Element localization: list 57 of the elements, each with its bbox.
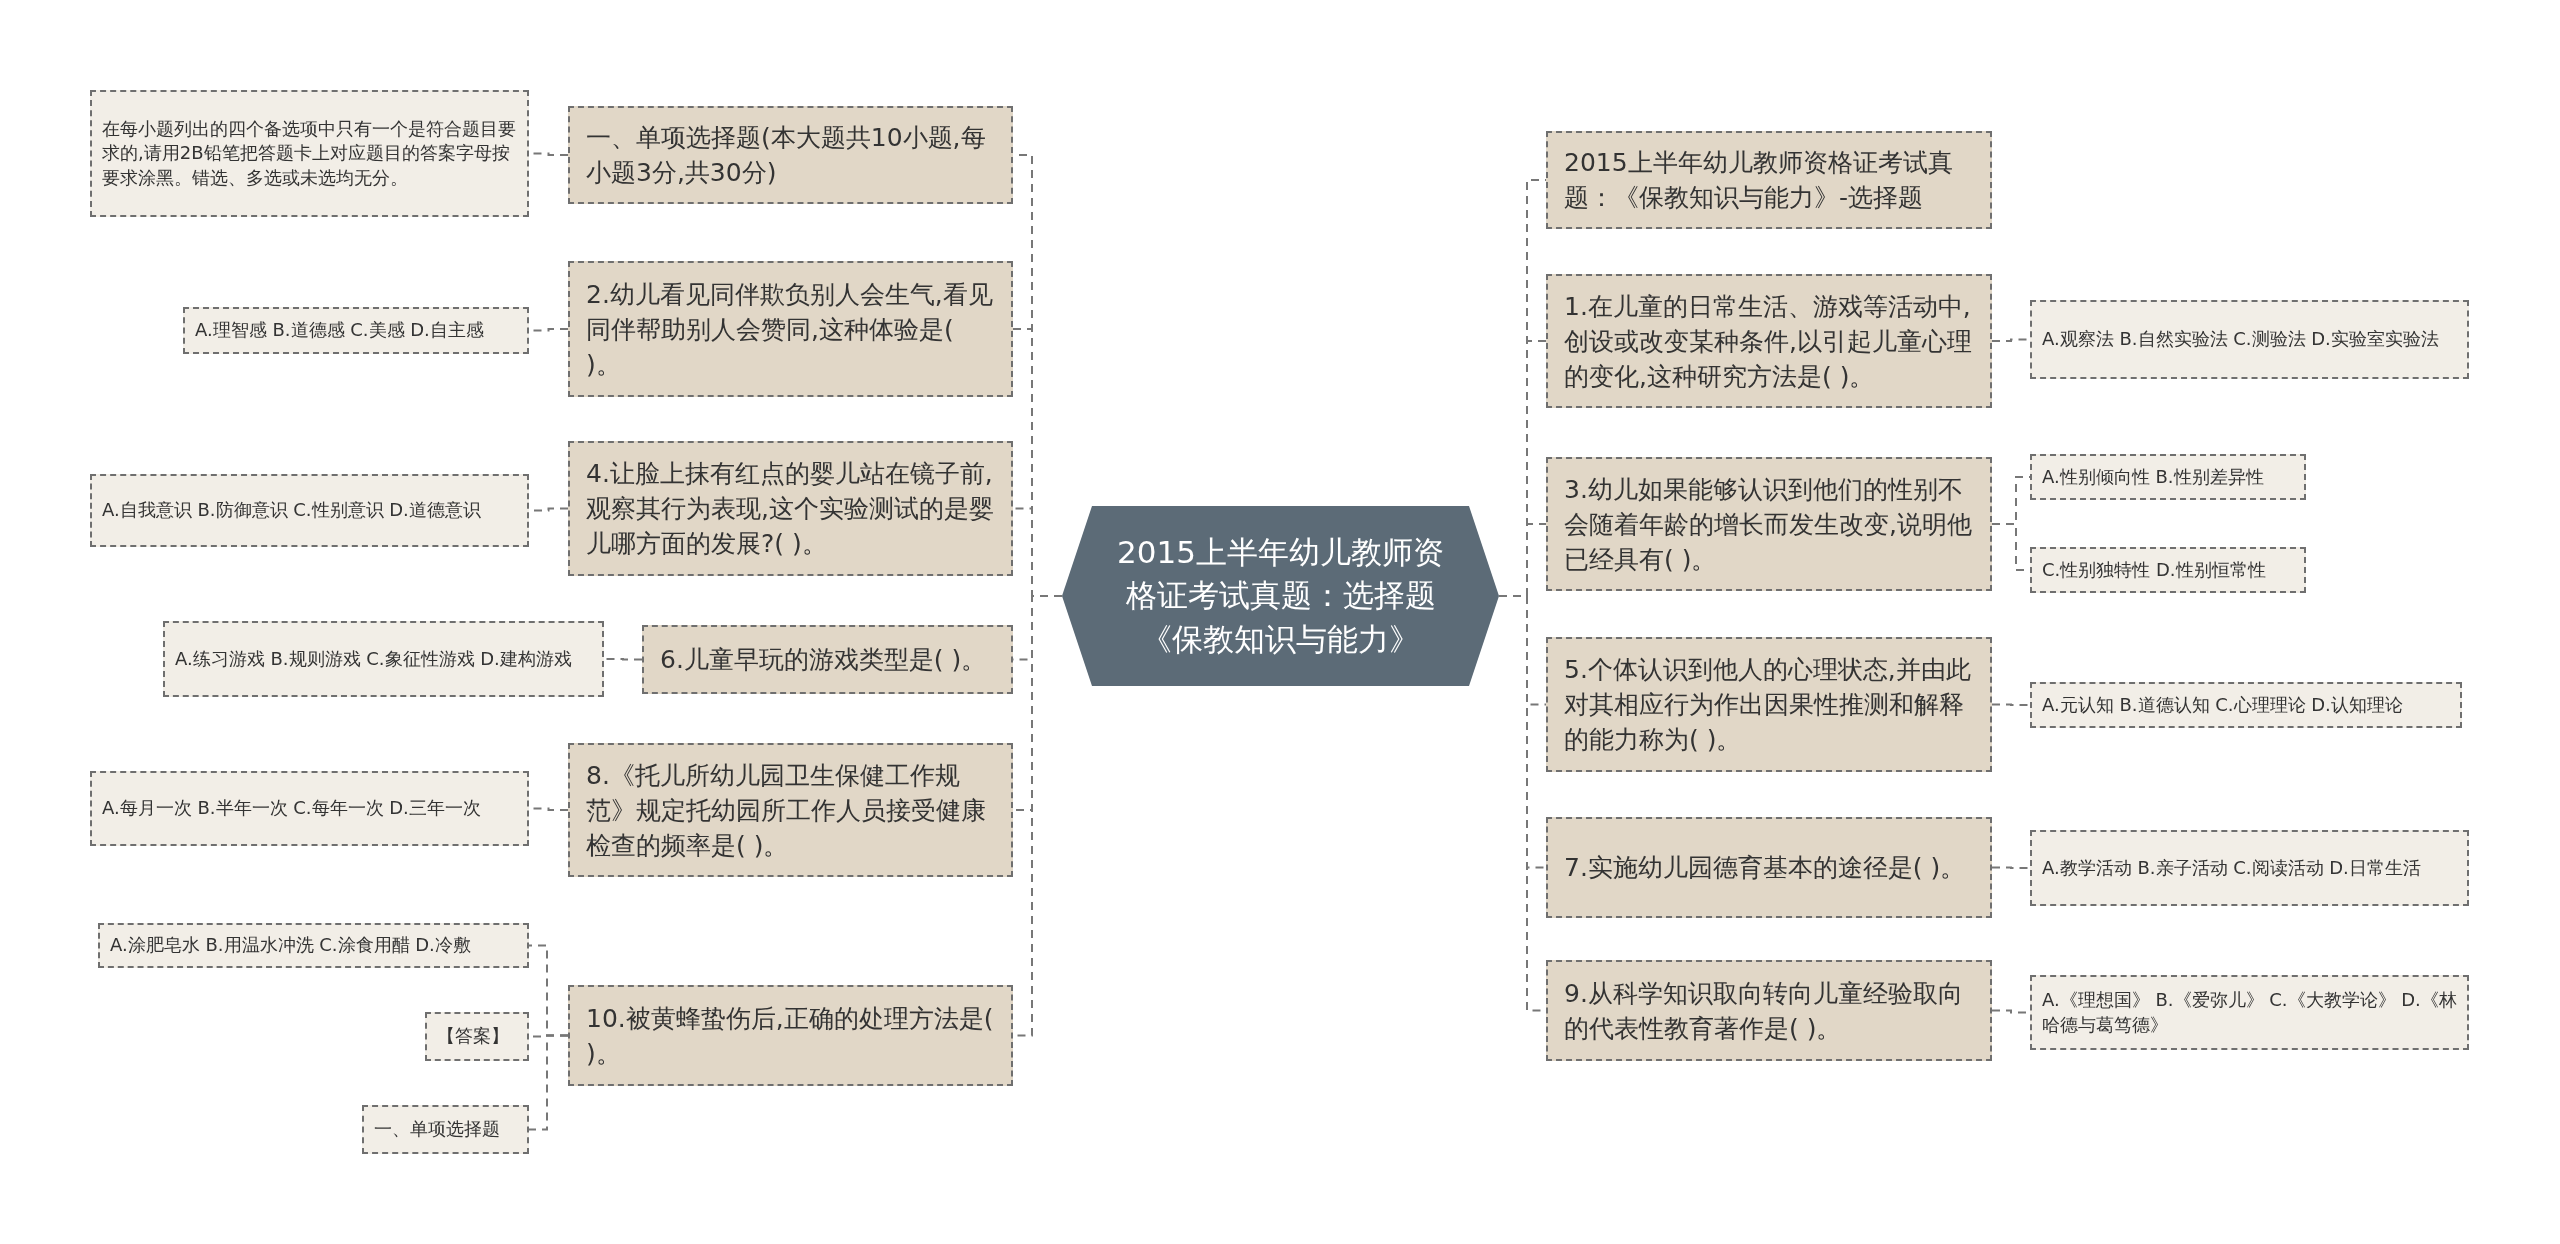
question-text: 7.实施幼儿园德育基本的途径是( )。 (1564, 852, 1966, 884)
answer-text: A.观察法 B.自然实验法 C.测验法 D.实验室实验法 (2042, 327, 2439, 352)
central-topic-hexagon (1062, 506, 1499, 686)
answer-box (163, 621, 604, 697)
question-text: 8.《托儿所幼儿园卫生保健工作规范》规定托幼园所工作人员接受健康检查的频率是( )。 (586, 759, 987, 862)
answer-box (2030, 975, 2469, 1050)
answer-box (2030, 830, 2469, 906)
question-text: 4.让脸上抹有红点的婴儿站在镜子前,观察其行为表现,这个实验测试的是婴儿哪方面的发展?( )。 (586, 458, 995, 560)
question-text: 2.幼儿看见同伴欺负别人会生气,看见同伴帮助别人会赞同,这种体验是( )。 (586, 278, 994, 381)
question-text: 10.被黄蜂蛰伤后,正确的处理方法是( )。 (586, 1002, 995, 1070)
answer-box (425, 1012, 529, 1061)
answer-box (90, 474, 529, 547)
answer-text: A.理智感 B.道德感 C.美感 D.自主感 (195, 318, 484, 343)
question-box (642, 625, 1013, 694)
answer-box (98, 923, 529, 968)
answer-box (2030, 547, 2306, 593)
answer-text: A.涂肥皂水 B.用温水冲洗 C.涂食用醋 D.冷敷 (110, 933, 471, 958)
answer-text: A.《理想国》 B.《爱弥儿》 C.《大教学论》 D.《林哈德与葛笃德》 (2042, 988, 2457, 1037)
question-text: 5.个体认识到他人的心理状态,并由此对其相应行为作出因果性推测和解释的能力称为( )。 (1564, 654, 1972, 756)
question-box (1546, 960, 1992, 1061)
question-text: 9.从科学知识取向转向儿童经验取向的代表性教育著作是( )。 (1564, 977, 1964, 1045)
answer-text: 一、单项选择题 (374, 1117, 500, 1142)
answer-box (2030, 300, 2469, 379)
answer-box (2030, 682, 2462, 728)
answer-text: A.元认知 B.道德认知 C.心理理论 D.认知理论 (2042, 692, 2403, 717)
answer-text: C.性别独特性 D.性别恒常性 (2042, 557, 2266, 582)
question-box (1546, 457, 1992, 591)
connector-line (1991, 866, 2031, 869)
question-box (568, 985, 1013, 1086)
question-box (1546, 817, 1992, 918)
answer-box (362, 1105, 529, 1154)
answer-box (90, 771, 529, 846)
answer-box (90, 90, 529, 217)
question-text: 3.幼儿如果能够认识到他们的性别不会随着年龄的增长而发生改变,说明他已经具有( )。 (1564, 473, 1973, 576)
question-text: 2015上半年幼儿教师资格证考试真题：《保教知识与能力》-选择题 (1564, 147, 1954, 214)
answer-text: A.每月一次 B.半年一次 C.每年一次 D.三年一次 (102, 796, 481, 821)
question-box (1546, 637, 1992, 772)
question-box (1546, 131, 1992, 229)
question-text: 6.儿童早玩的游戏类型是( )。 (660, 644, 987, 676)
answer-box (2030, 454, 2306, 500)
question-box (568, 743, 1013, 877)
question-text: 一、单项选择题(本大题共10小题,每小题3分,共30分) (586, 122, 987, 189)
answer-text: A.教学活动 B.亲子活动 C.阅读活动 D.日常生活 (2042, 855, 2421, 880)
answer-text: A.练习游戏 B.规则游戏 C.象征性游戏 D.建构游戏 (175, 646, 572, 671)
topic-text: 2015上半年幼儿教师资格证考试真题：选择题《保教知识与能力》 (1116, 532, 1445, 659)
question-box (568, 441, 1013, 576)
answer-text: 在每小题列出的四个备选项中只有一个是符合题目要求的,请用2B铅笔把答题卡上对应题目的答案字母按要求涂黑。错选、多选或未选均无分。 (102, 117, 517, 190)
answer-box (183, 307, 529, 354)
question-text: 1.在儿童的日常生活、游戏等活动中,创设或改变某种条件,以引起儿童心理的变化,这种研究方法是( )。 (1564, 290, 1973, 393)
connector-line (1991, 703, 2031, 706)
question-box (568, 106, 1013, 204)
connector-line (528, 1034, 569, 1131)
question-box (1546, 274, 1992, 408)
answer-text: A.性别倾向性 B.性别差异性 (2042, 464, 2264, 489)
answer-text: A.自我意识 B.防御意识 C.性别意识 D.道德意识 (102, 498, 481, 523)
question-box (568, 261, 1013, 397)
answer-text: 【答案】 (437, 1024, 509, 1049)
